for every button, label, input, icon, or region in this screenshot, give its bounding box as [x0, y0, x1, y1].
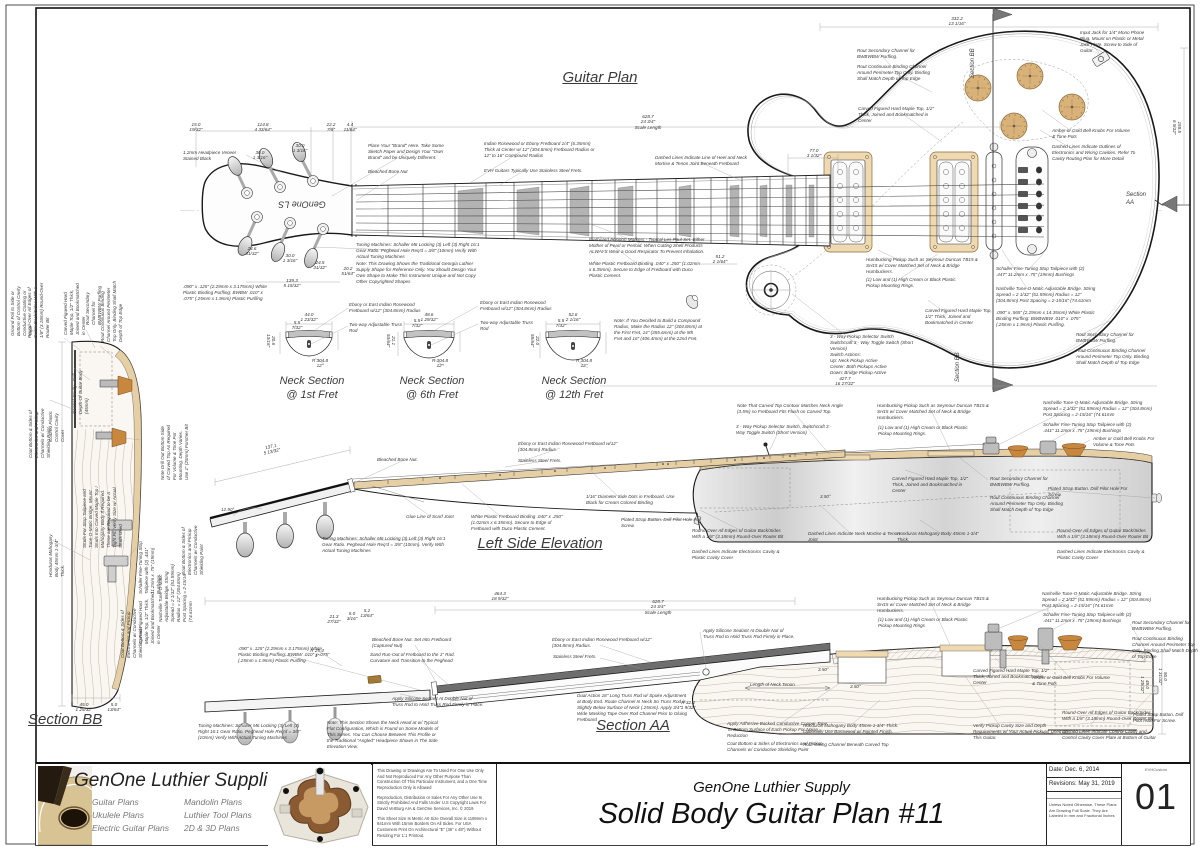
- aa-hardware: [984, 623, 1159, 695]
- strap-button: [685, 294, 699, 309]
- product-line: 2D & 3D Plans: [184, 823, 240, 834]
- product-line: Ukulele Plans: [92, 810, 144, 821]
- bb-maple-top: [111, 349, 142, 691]
- product-line: Mandolin Plans: [184, 797, 243, 807]
- product-line: Electric Guitar Plans: [92, 823, 169, 834]
- title-block-sheet-number: EVHCustom 01: [1122, 764, 1190, 845]
- title-block-branding: GenOne Luthier Supplies Guitar Plans Uku…: [36, 764, 372, 846]
- legal-paragraph: Reproduction, Distribution or Sales For …: [377, 794, 487, 812]
- lse-hardware: [693, 436, 1162, 525]
- legal-text: This Drawing or Drawings Are To Used For…: [372, 764, 497, 845]
- section-bb-line: [992, 7, 1014, 393]
- fretboard: [351, 174, 831, 247]
- neck-pickup: [823, 151, 873, 253]
- brand-name: GenOne Luthier Supplies: [74, 770, 288, 791]
- title-block-main: GenOne Luthier Supply Solid Body Guitar …: [497, 764, 1047, 845]
- scale-note: Unless Noted Otherwise, These Plans Are …: [1047, 798, 1121, 821]
- logo-photo-acoustic: [38, 766, 92, 845]
- lse-body: [692, 455, 1153, 543]
- frets: [387, 175, 818, 246]
- sheet-number: 01: [1134, 776, 1178, 817]
- strings: [355, 183, 1045, 238]
- supplier-name: GenOne Luthier Supply: [693, 778, 850, 796]
- section-bb-view: [49, 329, 142, 709]
- bb-bridge-studs: [103, 519, 133, 583]
- neck-sections-view: [279, 305, 607, 369]
- lse-fret-ticks: [387, 452, 818, 484]
- stop-tailpiece: [1015, 146, 1049, 256]
- product-line: Luthier Tool Plans: [184, 810, 252, 821]
- product-line: Guitar Plans: [92, 797, 139, 807]
- leader-lines: [245, 37, 1123, 353]
- dimension-lines: [195, 23, 1188, 387]
- title-block: GenOne Luthier Supplies Guitar Plans Uku…: [36, 762, 1190, 846]
- legal-paragraph: This Drawing or Drawings Are To Used For…: [377, 768, 488, 791]
- lse-headstock: [209, 446, 356, 558]
- revisions-label: Revisions: May 31, 2019: [1047, 778, 1121, 793]
- product-lines-col1: Guitar Plans Ukulele Plans Electric Guit…: [92, 796, 169, 836]
- title-block-dates: Date: Dec. 6, 2014 Revisions: May 31, 20…: [1047, 764, 1122, 845]
- left-side-elevation-view: [209, 403, 1162, 558]
- section-aa-view: [204, 594, 1166, 746]
- control-knobs: [964, 62, 1086, 140]
- bb-knobs: [95, 375, 133, 448]
- photo-body-mold: [268, 765, 372, 846]
- plan-title: Solid Body Guitar Plan #11: [598, 797, 945, 830]
- custom-label: EVHCustom: [1144, 767, 1167, 772]
- date-label: Date: Dec. 6, 2014: [1047, 764, 1121, 779]
- position-markers: [457, 184, 815, 238]
- product-lines-col2: Mandolin Plans Luthier Tool Plans 2D & 3…: [184, 796, 252, 836]
- section-aa-flag: [1154, 195, 1190, 213]
- bridge-pickup: [929, 151, 979, 253]
- tuning-machines: [227, 141, 329, 269]
- guitar-plan-view: [180, 7, 1190, 393]
- aa-neck: [204, 642, 831, 746]
- lse-neck-back: [353, 488, 698, 514]
- legal-paragraph: This Sheet Size Is Metric A0 Size Overal…: [377, 815, 487, 838]
- selector-switch: [751, 270, 791, 310]
- tune-o-matic-bridge: [985, 142, 1003, 260]
- input-jack: [1092, 51, 1110, 67]
